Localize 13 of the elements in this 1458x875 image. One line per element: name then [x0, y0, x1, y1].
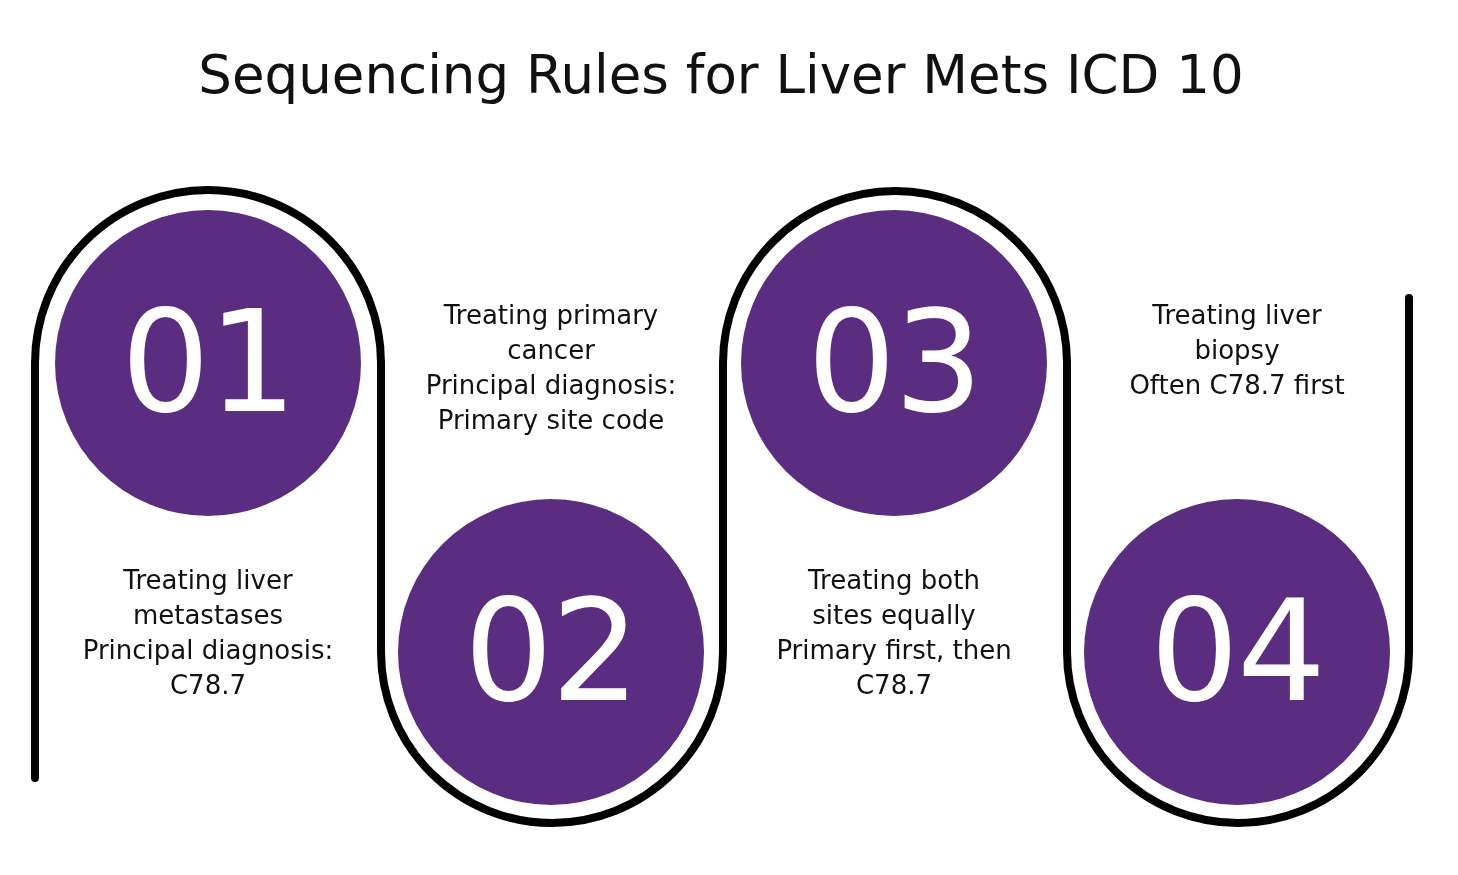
- step-number: 04: [1149, 582, 1325, 722]
- step-number: 02: [463, 582, 639, 722]
- coding-rule-text: Principal diagnosis: C78.7: [81, 634, 335, 702]
- case-text: Treating both sites equally: [807, 564, 981, 632]
- step-number: 01: [120, 293, 296, 433]
- case-text: Treating liver biopsy: [1151, 299, 1323, 367]
- diagram-title: Sequencing Rules for Liver Mets ICD 10: [198, 43, 1244, 107]
- case-text: Treating liver metastases: [122, 564, 294, 632]
- step-number: 03: [806, 293, 982, 433]
- coding-rule-text: Principal diagnosis: Primary site code: [424, 369, 678, 437]
- case-text: Treating primary cancer: [442, 299, 660, 367]
- coding-rule-text: Often C78.7 first: [1129, 369, 1345, 402]
- coding-rule-text: Primary first, then C78.7: [775, 634, 1013, 702]
